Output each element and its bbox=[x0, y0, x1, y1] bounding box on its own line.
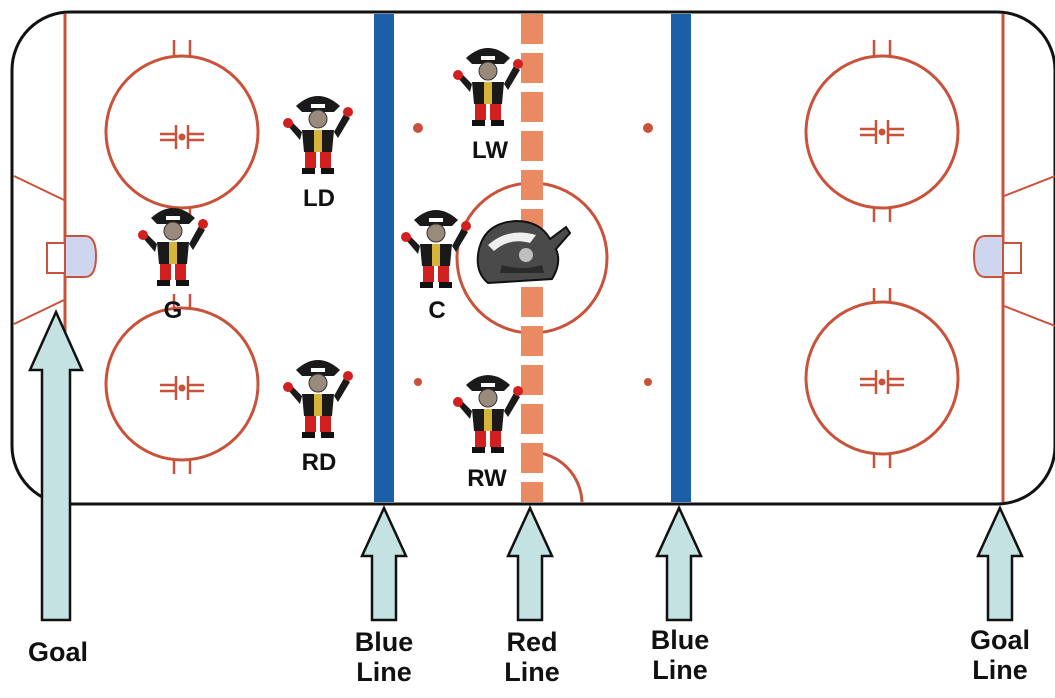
faceoff-circle-left-bottom bbox=[104, 294, 260, 474]
goal-line-right-label-line2: Line bbox=[972, 654, 1028, 685]
faceoff-circle-left-top bbox=[104, 40, 260, 222]
blue-line-left-label-line2: Line bbox=[356, 656, 412, 687]
team-logo-icon bbox=[476, 219, 572, 285]
position-label-g: G bbox=[163, 297, 183, 324]
blue-line-left-label: Blue Line bbox=[324, 627, 444, 687]
goal-left-label-text: Goal bbox=[27, 637, 88, 667]
red-line-label-line1: Red bbox=[506, 627, 558, 657]
right-corner-mark-bottom bbox=[1003, 305, 1055, 327]
goal-right-arrow-icon bbox=[976, 504, 1024, 622]
neutral-zone-dot bbox=[414, 378, 422, 386]
neutral-zone-dot bbox=[644, 378, 652, 386]
neutral-zone-dot bbox=[643, 123, 653, 133]
position-label-rw: RW bbox=[467, 465, 507, 492]
blue-left-arrow-icon bbox=[360, 504, 408, 622]
blue-line-right-label-line1: Blue bbox=[650, 625, 710, 655]
left-goal-crease bbox=[64, 235, 98, 278]
position-label-lw: LW bbox=[472, 137, 508, 164]
position-label-ld: LD bbox=[303, 185, 335, 212]
left-corner-mark-bottom bbox=[13, 299, 65, 325]
neutral-zone-dot bbox=[413, 123, 423, 133]
position-label-rd: RD bbox=[301, 449, 337, 476]
blue-line-left-label-line1: Blue bbox=[354, 627, 414, 657]
goal-left-label: Goal bbox=[0, 637, 118, 668]
right-goal-net bbox=[1002, 242, 1022, 274]
red-line-label: Red Line bbox=[472, 627, 592, 687]
position-label-c: C bbox=[428, 297, 446, 324]
right-goal-crease bbox=[972, 235, 1004, 278]
goal-line-right-label-line1: Goal bbox=[969, 625, 1030, 655]
left-goal-net bbox=[46, 242, 66, 274]
blue-right-arrow-icon bbox=[655, 504, 703, 622]
red-arrow-icon bbox=[506, 504, 554, 622]
right-corner-mark-top bbox=[1003, 175, 1055, 197]
left-blue-line bbox=[374, 14, 394, 502]
faceoff-circle-right-bottom bbox=[804, 288, 960, 468]
red-line-label-line2: Line bbox=[504, 656, 560, 687]
left-corner-mark-top bbox=[13, 175, 65, 201]
goal-left-arrow-icon bbox=[28, 308, 84, 622]
blue-line-right-label-line2: Line bbox=[652, 654, 708, 685]
goal-line-right-label: Goal Line bbox=[940, 625, 1055, 685]
faceoff-circle-right-top bbox=[804, 40, 960, 222]
blue-line-right-label: Blue Line bbox=[620, 625, 740, 685]
right-blue-line bbox=[671, 14, 691, 502]
